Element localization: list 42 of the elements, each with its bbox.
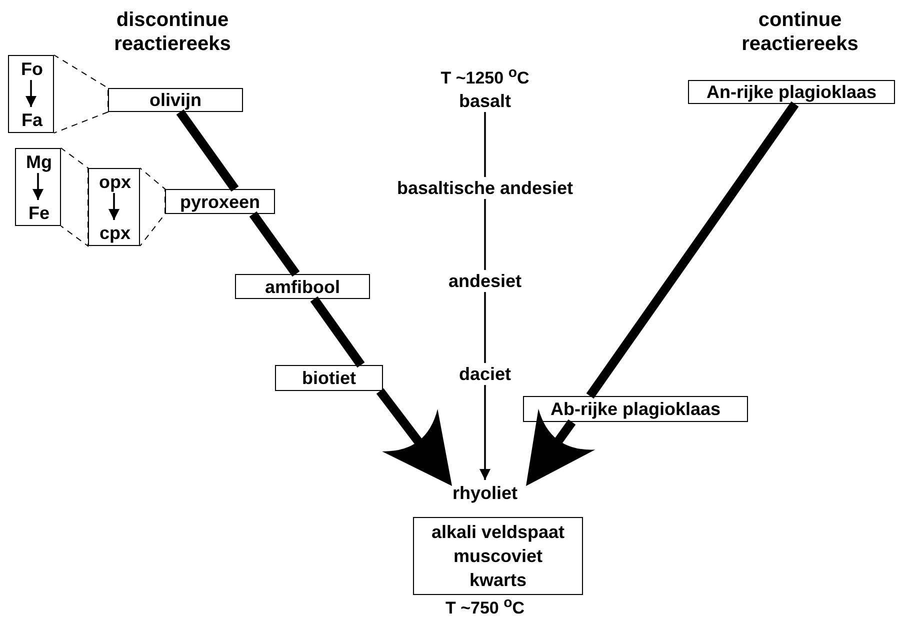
mineral-label: Fo xyxy=(9,58,55,80)
mineral-box: amfibool xyxy=(235,274,370,299)
mineral-box: pyroxeen xyxy=(165,189,275,214)
rock-label: basalt xyxy=(435,90,535,112)
mineral-label: opx xyxy=(89,171,141,193)
mineral-label: Fa xyxy=(9,109,55,131)
detail-box xyxy=(15,148,61,226)
rock-label: andesiet xyxy=(425,270,545,292)
connector-line xyxy=(176,109,239,192)
heading: continue reactiereeks xyxy=(740,8,860,56)
zoom-line xyxy=(140,168,166,246)
rock-label: daciet xyxy=(440,363,530,385)
arrow xyxy=(32,173,44,200)
mineral-box: An-rijke plagioklaas xyxy=(688,80,895,104)
temperature-label: T ~750 $^{o}$C xyxy=(444,594,526,620)
zoom-line xyxy=(60,148,88,247)
heading: discontinue reactiereeks xyxy=(113,8,232,56)
mineral-box: Ab-rijke plagioklaas xyxy=(523,396,748,422)
rock-label: basaltische andesiet xyxy=(380,177,590,199)
zoom-line xyxy=(54,54,108,134)
mineral-label: cpx xyxy=(89,222,141,244)
arrow xyxy=(26,80,36,107)
connector-line xyxy=(484,199,486,270)
mineral-label: alkali veldspaat xyxy=(431,521,565,544)
mineral-label: kwarts xyxy=(469,569,527,592)
element-label: Mg xyxy=(16,151,62,173)
rock-label: rhyoliet xyxy=(440,480,530,506)
mineral-box: olivijn xyxy=(108,88,243,112)
connector-line xyxy=(586,101,799,399)
connector-line xyxy=(310,296,365,368)
mineral-box xyxy=(413,517,583,595)
detail-box xyxy=(88,168,140,246)
connector-line xyxy=(484,112,486,177)
element-label: Fe xyxy=(16,202,62,224)
mineral-box: biotiet xyxy=(275,365,383,391)
mineral-label: muscoviet xyxy=(453,545,543,568)
detail-box xyxy=(8,55,54,133)
temperature-label: T ~1250 $^{o}$C xyxy=(440,64,530,90)
arrow xyxy=(480,385,490,480)
connector-line xyxy=(484,292,486,363)
arrow xyxy=(108,193,120,220)
connector-line xyxy=(249,211,300,277)
